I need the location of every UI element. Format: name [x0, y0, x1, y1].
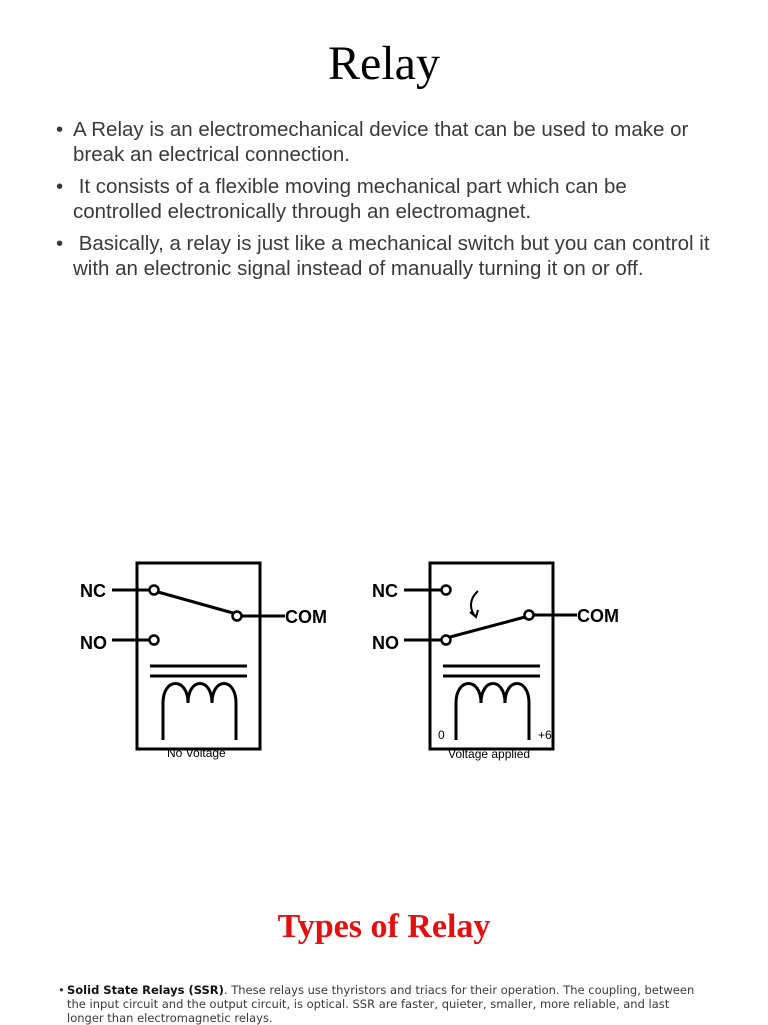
bullet-text: Basically, a relay is just like a mechan…: [73, 232, 716, 280]
relay-armature: [449, 615, 526, 639]
bullet-item: • A Relay is an electromechanical device …: [56, 117, 716, 167]
relay-diagram: NC NO COM No Voltage NC NO COM 0 +6 Volt…: [80, 561, 619, 761]
relay-voltage-applied: NC NO COM 0 +6 Voltage applied: [372, 561, 619, 761]
section-title: Types of Relay: [277, 908, 491, 945]
bullet-text: A Relay is an electromechanical device t…: [73, 118, 689, 166]
nc-label: NC: [372, 581, 398, 601]
com-label: COM: [577, 606, 619, 626]
terminal-plus-label: +6: [538, 728, 552, 742]
bullet-text: It consists of a flexible moving mechani…: [73, 175, 633, 223]
nc-label: NC: [80, 581, 106, 601]
bullet-symbol: •: [56, 175, 64, 198]
bullet-item: • Basically, a relay is just like a mech…: [56, 231, 716, 281]
diagram-caption: No Voltage: [167, 746, 226, 760]
relay-types-list: •Solid State Relays (SSR). These relays …: [58, 983, 708, 1025]
relay-housing: [428, 561, 555, 751]
motion-arrow-icon: [469, 590, 479, 619]
no-label: NO: [80, 633, 107, 653]
bullet-symbol: •: [58, 983, 65, 997]
terminal-zero-label: 0: [438, 728, 445, 742]
slide-title: Relay: [328, 37, 440, 90]
list-item: •Solid State Relays (SSR). These relays …: [58, 983, 708, 1025]
relay-coil: [161, 682, 238, 740]
relay-type-description: . These relays use thyristors and triacs…: [67, 983, 695, 1025]
bullet-symbol: •: [56, 232, 64, 255]
bullet-item: • It consists of a flexible moving mecha…: [56, 174, 716, 224]
diagram-caption: Voltage applied: [448, 747, 530, 761]
relay-armature: [157, 590, 234, 615]
no-label: NO: [372, 633, 399, 653]
bullet-symbol: •: [56, 118, 64, 141]
com-label: COM: [285, 607, 327, 627]
relay-no-voltage: NC NO COM No Voltage: [80, 561, 327, 760]
bullet-list: • A Relay is an electromechanical device …: [56, 117, 716, 288]
relay-type-name: Solid State Relays (SSR): [67, 983, 224, 997]
relay-coil: [454, 682, 531, 740]
relay-housing: [135, 561, 262, 751]
